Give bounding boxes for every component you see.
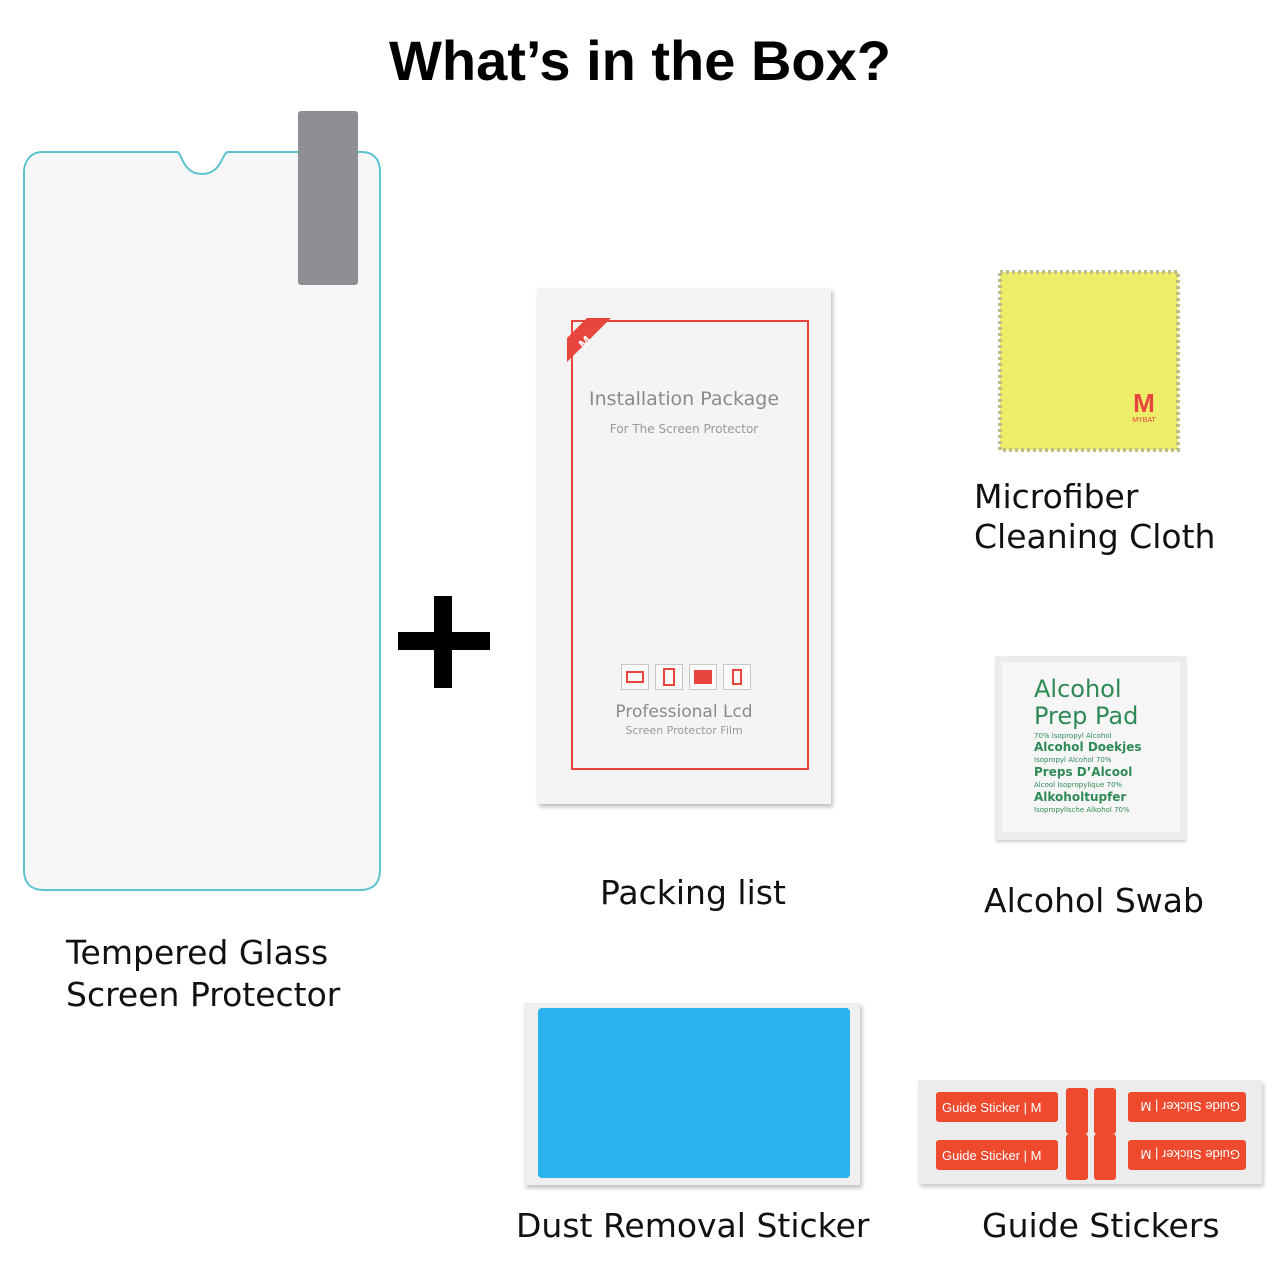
guide-sticker-2: Guide Sticker | M xyxy=(936,1140,1058,1170)
cleaning-cloth-image: M MYBAT xyxy=(998,270,1180,452)
plus-icon xyxy=(398,596,490,688)
pad-lang1: Alcohol Doekjes xyxy=(1034,740,1142,754)
packing-frame xyxy=(571,320,809,770)
cloth-caption-line1: Microfiber xyxy=(974,477,1139,516)
swab-caption: Alcohol Swab xyxy=(984,881,1204,920)
guide-sticker-v3 xyxy=(1066,1134,1088,1180)
packing-caption: Packing list xyxy=(600,873,786,912)
tablet-icon xyxy=(723,664,751,690)
pad-tiny1: 70% Isopropyl Alcohol xyxy=(1034,732,1112,740)
dust-caption: Dust Removal Sticker xyxy=(516,1206,870,1245)
packing-title: Installation Package xyxy=(588,388,780,410)
guide-stickers-image: Guide Sticker | M Guide Sticker | M Guid… xyxy=(918,1080,1262,1184)
svg-text:M: M xyxy=(1133,388,1155,418)
protector-tab xyxy=(298,111,358,285)
cloth-caption-line2: Cleaning Cloth xyxy=(974,517,1216,556)
alcohol-swab-image: Alcohol Prep Pad 70% Isopropyl Alcohol A… xyxy=(996,656,1186,840)
page-title: What’s in the Box? xyxy=(389,29,891,92)
guide-sticker-label: Guide Sticker xyxy=(1161,1099,1240,1115)
phone-icon xyxy=(655,664,683,690)
cloth-brand: MYBAT xyxy=(1132,417,1156,424)
mybat-logo-icon: M xyxy=(567,318,611,362)
guide-sticker-v4 xyxy=(1094,1134,1116,1180)
pad-tiny2: Isopropyl Alcohol 70% xyxy=(1034,756,1112,764)
packing-list-box: M Installation Package For The Screen Pr… xyxy=(537,288,831,804)
camera-icon xyxy=(689,664,717,690)
guide-sticker-3: Guide Sticker | M xyxy=(1128,1092,1246,1122)
pad-line2: Prep Pad xyxy=(1034,702,1139,730)
guide-sticker-label: Guide Sticker xyxy=(942,1147,1021,1163)
packing-subtitle: For The Screen Protector xyxy=(609,422,759,436)
guide-sticker-label: Guide Sticker xyxy=(942,1099,1021,1115)
guide-sticker-v2 xyxy=(1094,1088,1116,1134)
glass-caption-line2: Screen Protector xyxy=(66,975,341,1014)
guide-sticker-1: Guide Sticker | M xyxy=(936,1092,1058,1122)
monitor-icon xyxy=(621,664,649,690)
pad-line1: Alcohol xyxy=(1034,675,1122,703)
guide-sticker-label: Guide Sticker xyxy=(1161,1147,1240,1163)
pad-lang2: Preps D’Alcool xyxy=(1034,765,1133,779)
pad-tiny3: Alcool Isopropylique 70% xyxy=(1034,781,1123,789)
guide-caption: Guide Stickers xyxy=(982,1206,1220,1245)
screen-protector-image xyxy=(23,151,381,891)
guide-sticker-4: Guide Sticker | M xyxy=(1128,1140,1246,1170)
pad-lang3: Alkoholtupfer xyxy=(1034,790,1127,804)
dust-sticker-blue xyxy=(538,1008,850,1178)
device-icons xyxy=(621,664,761,690)
packing-product-sub: Screen Protector Film xyxy=(625,724,743,737)
packing-product: Professional Lcd xyxy=(615,702,753,722)
pad-tiny4: Isopropylische Alkohol 70% xyxy=(1034,806,1130,814)
dust-sticker-image xyxy=(524,1003,860,1185)
glass-caption-line1: Tempered Glass xyxy=(66,933,329,972)
guide-sticker-v1 xyxy=(1066,1088,1088,1134)
